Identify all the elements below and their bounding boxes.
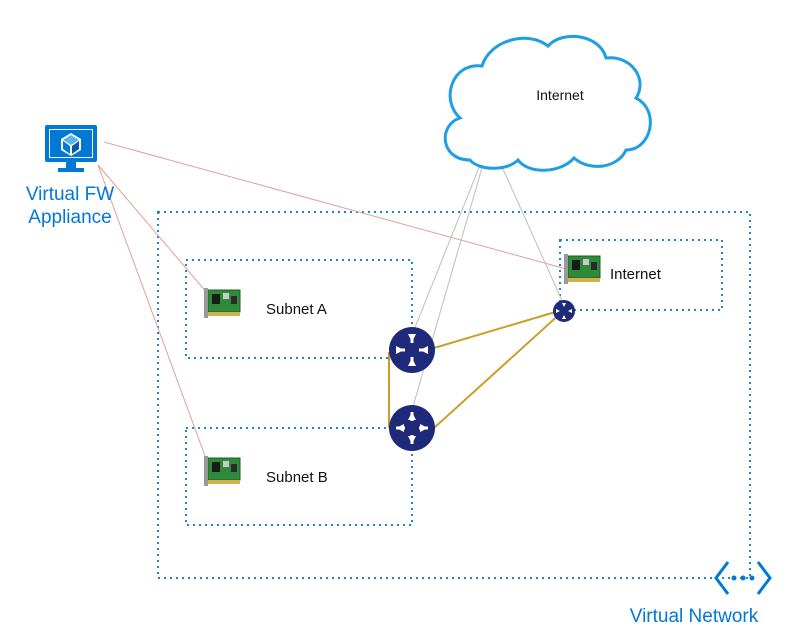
- cloud-label: Internet: [536, 87, 584, 103]
- router-icon: [389, 405, 435, 451]
- network-card-icon: [563, 253, 601, 285]
- appliance-label-line1: Virtual FW: [26, 184, 114, 205]
- network-card-icon: [203, 287, 241, 319]
- router-icon: [389, 327, 435, 373]
- internet-subnet-box: [559, 239, 723, 311]
- router-icon: [553, 300, 575, 322]
- vnet-label: Virtual Network: [630, 606, 759, 627]
- internet-subnet-label: Internet: [610, 266, 662, 283]
- fw-connection-lines: [97, 141, 571, 465]
- internet-connection-lines: [411, 139, 565, 411]
- subnet-b-label: Subnet B: [266, 469, 328, 486]
- vnet-chevron-icon: [714, 561, 772, 595]
- subnet-a-label: Subnet A: [266, 301, 327, 318]
- monitor-cube-icon: [45, 125, 97, 172]
- internet-cloud: [443, 34, 652, 172]
- network-card-icon: [203, 455, 241, 487]
- vnet-boundary: [157, 211, 751, 579]
- route-lines: [388, 309, 563, 429]
- vnet-dots: [731, 575, 755, 581]
- appliance-label-line2: Appliance: [28, 207, 111, 228]
